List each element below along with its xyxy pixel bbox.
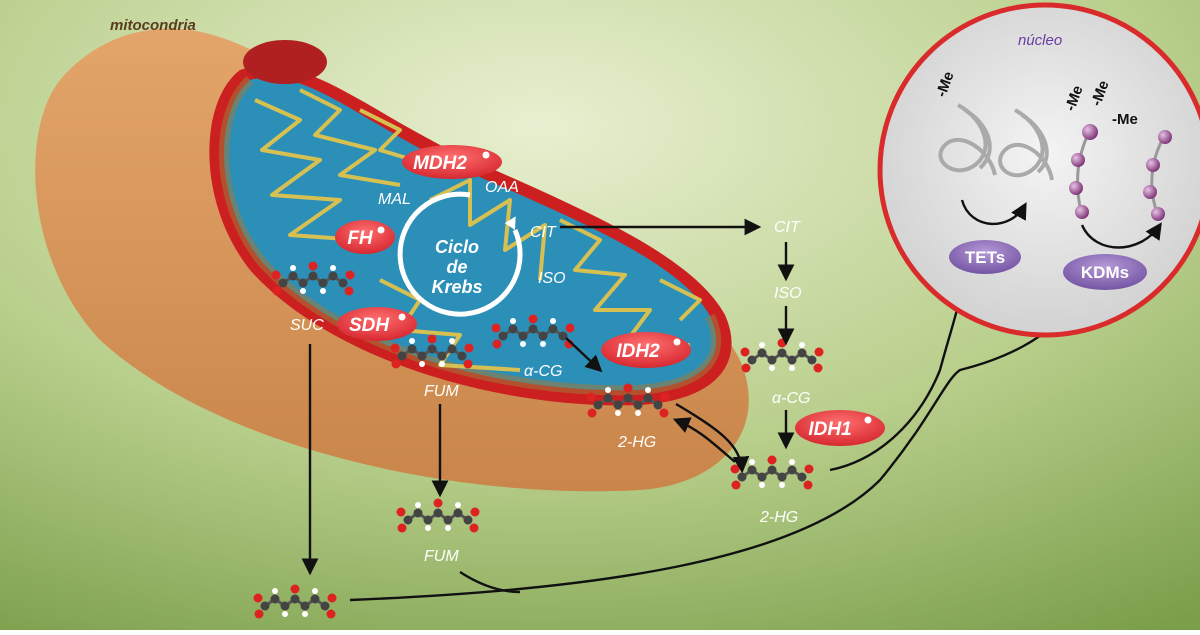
tets-label: TETs — [965, 248, 1005, 267]
enzyme-mdh2-label: MDH2 — [413, 153, 467, 174]
tets-badge: TETs — [949, 240, 1021, 274]
metabolite-acg-outer: α-CG — [772, 390, 810, 407]
metabolite-cit-inner: CIT — [530, 224, 557, 241]
mitochondrial-matrix — [224, 77, 717, 391]
star-icon — [482, 151, 490, 159]
arrow-acg-to-2hg-inner — [565, 337, 603, 373]
enzyme-idh1: IDH1 — [795, 410, 885, 446]
mitochondria-label: mitocondria — [110, 17, 196, 34]
metabolite-oaa: OAA — [485, 179, 519, 196]
enzyme-idh1-label: IDH1 — [808, 419, 851, 440]
krebs-cycle: Ciclo de Krebs — [397, 191, 523, 317]
metabolite-suc: SUC — [290, 317, 324, 334]
krebs-label-line3: Krebs — [431, 277, 482, 297]
inhibit-2hg-to-tets — [829, 289, 964, 472]
metabolite-mal: MAL — [378, 191, 411, 208]
enzyme-fh: FH — [335, 220, 395, 254]
metabolite-cit-outer: CIT — [774, 219, 801, 236]
histone-tail-demethylated — [1143, 130, 1172, 221]
histone-tail-methylated — [1069, 124, 1098, 219]
star-icon — [864, 416, 872, 424]
arrow-2hg-import — [672, 417, 736, 463]
krebs-label-line2: de — [446, 257, 467, 277]
enzyme-sdh-label: SDH — [349, 315, 390, 336]
arrow-kdm-demethylation — [1080, 222, 1162, 249]
kdms-badge: KDMs — [1063, 254, 1147, 290]
enzyme-mdh2: MDH2 — [402, 145, 502, 179]
star-icon — [398, 313, 406, 321]
kdms-label: KDMs — [1081, 263, 1129, 282]
metabolite-iso-inner: ISO — [538, 270, 566, 287]
metabolite-2hg-outer: 2-HG — [759, 509, 798, 526]
metabolite-iso-outer: ISO — [774, 285, 802, 302]
mitochondrion-opening — [243, 40, 327, 84]
krebs-label-line1: Ciclo — [435, 237, 479, 257]
nucleus: núcleo -Me -Me -Me -Me — [877, 2, 1200, 338]
dna-strand-methylated — [938, 103, 997, 176]
inhibit-suc-fum-to-kdms — [349, 299, 1077, 602]
metabolite-acg-inner: α-CG — [524, 363, 562, 380]
enzyme-idh2-label: IDH2 — [616, 341, 660, 362]
enzyme-fh-label: FH — [347, 228, 374, 249]
dna-strand-demethylated — [998, 108, 1054, 181]
star-icon — [377, 226, 385, 234]
metabolite-fum-inner: FUM — [424, 383, 459, 400]
arrow-2hg-export — [675, 402, 750, 474]
arrow-tet-demethylation — [960, 199, 1027, 226]
metabolite-fum-outer: FUM — [424, 548, 459, 565]
krebs-cycle-arrow — [397, 191, 523, 317]
arrow-fum-merge — [459, 570, 521, 594]
enzyme-idh2: IDH2 — [601, 332, 691, 368]
enzyme-sdh: SDH — [337, 307, 417, 341]
star-icon — [673, 338, 681, 346]
methyl-label-histone-3: -Me — [1112, 111, 1138, 128]
metabolite-2hg-inner: 2-HG — [617, 434, 656, 451]
nucleus-label: núcleo — [1018, 32, 1062, 49]
